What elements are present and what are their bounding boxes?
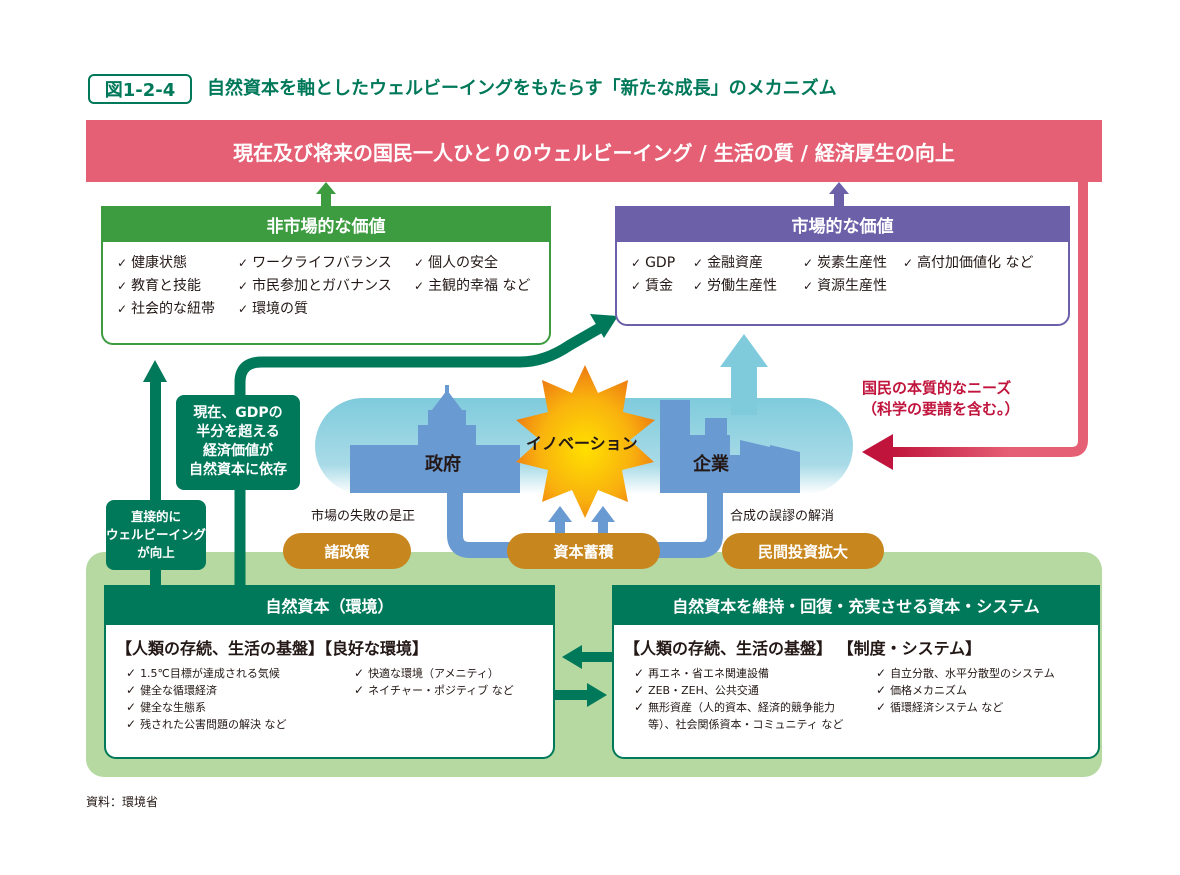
list-item: 無形資産（人的資本、経済的競争能力 (634, 699, 876, 716)
list-item: 炭素生産性 (803, 252, 903, 275)
market-failure-label: 市場の失敗の是正 (311, 509, 416, 524)
direct-wellbeing-arrow-head (143, 360, 167, 382)
capital-systems-subtitle: 【人類の存続、生活の基盤】 【制度・システム】 (624, 639, 982, 658)
note-line: 自然資本に依存 (189, 462, 287, 478)
list-item: 健康状態 (117, 252, 238, 275)
up-arrow-market-stem (834, 192, 844, 206)
company-up-arrow-stem (731, 365, 757, 415)
capital-accumulation-pill: 資本蓄積 (507, 533, 660, 569)
list-item: 高付加価値化 など (903, 252, 1033, 275)
list-item-continuation: 等）、社会関係資本・コミュニティ など (648, 718, 844, 731)
market-value-box: 市場的な価値 GDP 金融資産 炭素生産性 高付加価値化 など 賃金 労働生産性… (615, 206, 1070, 326)
wellbeing-banner: 現在及び将来の国民一人ひとりのウェルビーイング / 生活の質 / 経済厚生の向上 (86, 120, 1102, 182)
direct-wellbeing-arrow-stem (150, 378, 161, 588)
list-item: 資源生産性 (803, 275, 887, 298)
needs-feedback-line (890, 182, 1088, 457)
note-line: ウェルビーイング (106, 527, 207, 542)
list-item: 主観的幸福 など (414, 275, 530, 298)
list-item: 健全な生態系 (126, 699, 354, 716)
list-item: 労働生産性 (693, 275, 803, 298)
company-up-arrow-head (720, 334, 768, 367)
citizen-needs-label: 国民の本質的なニーズ （科学の要請を含む。） (862, 378, 1020, 420)
note-line: 直接的に (130, 509, 181, 524)
up-arrow-market-head (829, 182, 849, 194)
non-market-title: 非市場的な価値 (101, 206, 551, 242)
list-item: 再エネ・省エネ関連設備 (634, 665, 876, 682)
list-item: 賃金 (631, 275, 693, 298)
non-market-value-box: 非市場的な価値 健康状態 ワークライフバランス 個人の安全 教育と技能 市民参加… (101, 206, 551, 345)
note-line: 半分を超える (196, 424, 280, 440)
innovation-burst-icon (516, 365, 655, 518)
list-item: 循環経済システム など (876, 699, 1055, 716)
figure-label: 図1-2-4 (88, 74, 192, 104)
needs-line: 国民の本質的なニーズ (862, 379, 1012, 397)
list-item: ZEB・ZEH、公共交通 (634, 682, 876, 699)
innovation-label: イノベーション (526, 434, 638, 453)
note-line: が向上 (137, 545, 175, 560)
list-item: 社会的な紐帯 (117, 298, 238, 321)
list-item: 市民参加とガバナンス (238, 275, 414, 298)
list-item: 個人の安全 (414, 252, 498, 275)
needs-line: （科学の要請を含む。） (862, 400, 1020, 418)
list-item: ネイチャー・ポジティブ など (354, 682, 514, 699)
gdp-dependency-arrow (234, 320, 608, 585)
bidirectional-arrows (555, 645, 612, 707)
list-item: 価格メカニズム (876, 682, 1055, 699)
list-item: 健全な循環経済 (126, 682, 354, 699)
private-investment-pill: 民間投資拡大 (722, 533, 884, 569)
list-item: 金融資産 (693, 252, 803, 275)
natural-capital-subtitle: 【人類の存続、生活の基盤】【良好な環境】 (116, 639, 429, 658)
figure-title: 自然資本を軸としたウェルビーイングをもたらす「新たな成長」のメカニズム (207, 78, 837, 99)
company-label: 企業 (693, 454, 729, 475)
note-line: 経済価値が (203, 443, 273, 459)
up-arrow-non-market-head (316, 182, 336, 194)
list-item: 教育と技能 (117, 275, 238, 298)
list-item: ワークライフバランス (238, 252, 414, 275)
natural-capital-title: 自然資本（環境） (104, 585, 555, 625)
company-buildings-icon (660, 400, 800, 493)
policies-pill: 諸政策 (283, 533, 411, 569)
list-item: 環境の質 (238, 298, 308, 321)
capital-systems-box: 自然資本を維持・回復・充実させる資本・システム 【人類の存続、生活の基盤】 【制… (612, 585, 1100, 759)
gdp-dependency-note: 現在、GDPの 半分を超える 経済価値が 自然資本に依存 (176, 395, 300, 490)
natural-capital-box: 自然資本（環境） 【人類の存続、生活の基盤】【良好な環境】 1.5℃目標が達成さ… (104, 585, 555, 759)
capital-systems-title: 自然資本を維持・回復・充実させる資本・システム (612, 585, 1100, 625)
direct-wellbeing-note: 直接的に ウェルビーイング が向上 (106, 500, 206, 570)
fallacy-resolution-label: 合成の誤謬の解消 (730, 509, 835, 524)
list-item: 残された公害問題の解決 など (126, 716, 354, 733)
list-item: 1.5℃目標が達成される気候 (126, 665, 354, 682)
government-label: 政府 (425, 454, 461, 475)
list-item: GDP (631, 252, 693, 275)
list-item: 快適な環境（アメニティ） (354, 665, 514, 682)
note-line: 現在、GDPの (193, 405, 283, 421)
capital-to-innovation-arrows (548, 506, 615, 535)
needs-feedback-arrowhead (862, 434, 893, 470)
source-note: 資料：環境省 (86, 795, 159, 809)
market-title: 市場的な価値 (615, 206, 1070, 242)
list-item: 自立分散、水平分散型のシステム (876, 665, 1055, 682)
up-arrow-non-market-stem (321, 192, 331, 206)
